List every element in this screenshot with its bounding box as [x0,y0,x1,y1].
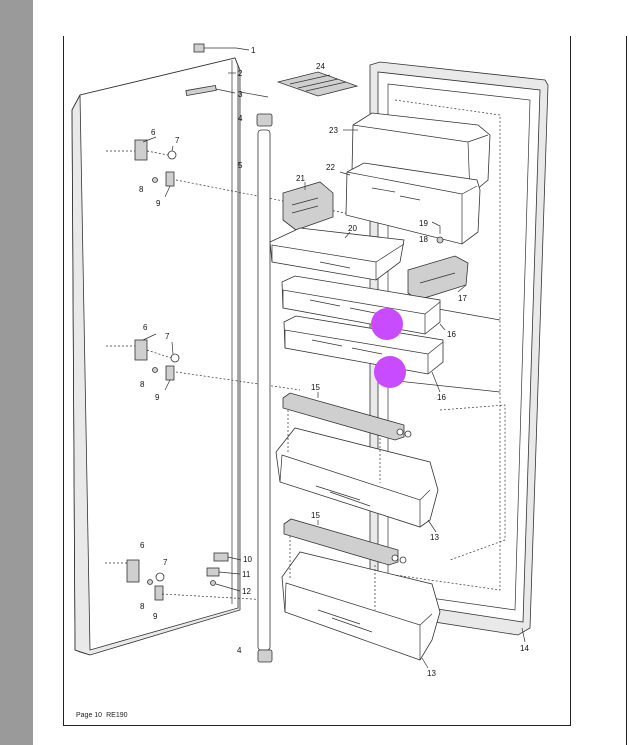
callout-8-lower: 8 [140,602,145,611]
callout-18: 18 [419,235,428,244]
callout-15-lower: 15 [311,511,320,520]
small-parts [431,221,444,244]
callout-19: 19 [419,219,428,228]
left-sidebar [0,0,33,745]
callout-9-upper: 9 [156,199,161,208]
door-bin-upper [275,392,439,528]
right-page-edge [626,36,627,745]
callout-14: 14 [520,644,529,653]
callout-13-upper: 13 [430,533,439,542]
page-frame [63,36,571,726]
callout-8-upper: 8 [139,185,144,194]
callout-23: 23 [329,126,338,135]
callout-11: 11 [242,570,251,579]
highlight-marker-lower[interactable] [374,356,406,388]
callout-4-top: 4 [238,114,243,123]
door-bin-lower [281,518,441,661]
top-hinge [185,43,236,97]
callout-4-bottom: 4 [237,646,242,655]
door-panel [71,57,241,656]
callout-8-middle: 8 [140,380,145,389]
callout-15-upper: 15 [311,383,320,392]
callout-6-lower: 6 [140,541,145,550]
callout-2: 2 [238,69,243,78]
callout-5: 5 [238,161,243,170]
crisper-drawer [269,227,405,281]
hardware-lower [105,552,271,601]
callout-1: 1 [251,46,256,55]
callout-3: 3 [238,90,243,99]
shelf-bracket [282,181,334,231]
callout-9-middle: 9 [155,393,160,402]
callout-22: 22 [326,163,335,172]
page-number: Page 10 [76,712,103,719]
callout-7-middle: 7 [165,332,170,341]
egg-tray [276,71,359,97]
hardware-middle [106,339,301,391]
callout-21: 21 [296,174,305,183]
callout-7-upper: 7 [175,136,180,145]
callout-6-upper: 6 [151,128,156,137]
model-code: RE190 [106,712,128,719]
callout-16-lower: 16 [437,393,446,402]
callout-12: 12 [242,587,251,596]
callout-labels: 1 2 3 4 5 6 7 8 9 6 7 8 9 6 7 8 9 10 11 … [139,46,529,678]
leader-lines [142,47,526,669]
callout-16-upper: 16 [447,330,456,339]
door-gasket-rod [256,113,273,663]
callout-24: 24 [316,62,325,71]
callout-6-middle: 6 [143,323,148,332]
dairy-shelf-frame [345,162,481,245]
callout-9-lower: 9 [153,612,158,621]
highlight-marker-upper[interactable] [371,308,403,340]
callout-10: 10 [243,555,252,564]
callout-7-lower: 7 [163,558,168,567]
callout-17: 17 [458,294,467,303]
callout-20: 20 [348,224,357,233]
callout-13-lower: 13 [427,669,436,678]
glass-shelf-lower [283,315,444,375]
fridge-exploded-diagram: 1 2 3 4 5 6 7 8 9 6 7 8 9 6 7 8 9 10 11 … [71,43,549,678]
